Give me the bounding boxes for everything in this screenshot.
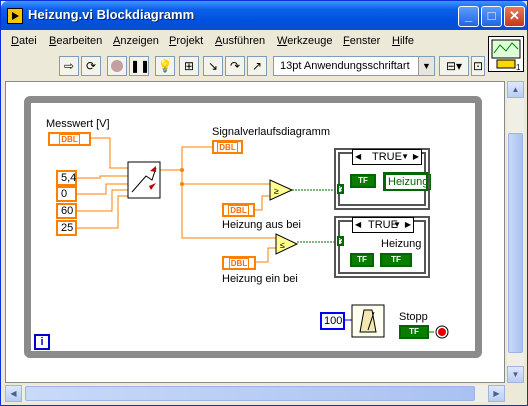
case-2-dropdown-icon[interactable]: ▼	[393, 220, 401, 229]
case-2-selector-terminal: ?	[337, 236, 344, 246]
close-button[interactable]: ✕	[504, 6, 525, 27]
retain-wire-values-icon[interactable]: ⊞	[179, 56, 199, 76]
menu-bar: Datei Bearbeiten Anzeigen Projekt Ausfüh…	[5, 31, 483, 51]
toolbar: ⇨ ⟳ ❚❚ 💡 ⊞ ↘ ↷ ↗ 13pt Anwendungsschrifta…	[5, 53, 487, 79]
scroll-right-icon[interactable]: ▶	[488, 385, 505, 402]
menu-fenster[interactable]: Fenster	[343, 35, 381, 47]
messwert-terminal[interactable]: DBL	[48, 132, 91, 146]
case-2-selector[interactable]: ◀ TRUE ▼ ▶	[352, 217, 414, 233]
chevron-down-icon[interactable]: ▼	[418, 57, 434, 75]
font-selector[interactable]: 13pt Anwendungsschriftart ▼	[273, 56, 435, 76]
heizung-aus-terminal-type: DBL	[228, 205, 249, 217]
heizung-aus-terminal[interactable]: DBL	[222, 203, 255, 217]
case-2-heizung-local[interactable]: TF	[380, 253, 412, 267]
constant-0[interactable]: 0	[56, 186, 77, 202]
constant-25[interactable]: 25	[56, 220, 77, 236]
abort-icon[interactable]	[107, 56, 127, 76]
title-bar[interactable]: Heizung.vi Blockdiagramm _ □ ✕	[1, 1, 527, 30]
case-2-selector-value: TRUE	[368, 219, 398, 231]
menu-anzeigen[interactable]: Anzeigen	[113, 35, 159, 47]
vertical-scrollbar[interactable]: ▲ ▼	[507, 81, 524, 383]
vi-icon-graphic: 1	[491, 39, 521, 72]
wait-ms-constant[interactable]: 100	[320, 312, 345, 330]
step-out-icon[interactable]: ↗	[247, 56, 267, 76]
heizung-indicator[interactable]: Heizung	[383, 172, 432, 191]
case-1-next-icon[interactable]: ▶	[412, 152, 419, 161]
constant-60[interactable]: 60	[56, 203, 77, 219]
minimize-button[interactable]: _	[458, 6, 479, 27]
heizung-indicator-label: Heizung	[385, 174, 432, 190]
step-over-icon[interactable]: ↷	[225, 56, 245, 76]
scrollbar-corner	[507, 385, 524, 402]
messwert-terminal-type: DBL	[59, 134, 80, 146]
distribute-icon[interactable]: ⊡	[471, 56, 485, 76]
menu-ausfuehren[interactable]: Ausführen	[215, 35, 266, 47]
case-2-heizung-label: Heizung	[381, 238, 422, 250]
heizung-ein-label: Heizung ein bei	[222, 273, 298, 285]
step-into-icon[interactable]: ↘	[203, 56, 223, 76]
signal-chart-terminal-type: DBL	[217, 142, 238, 154]
case-2-prev-icon[interactable]: ◀	[355, 220, 362, 229]
messwert-label: Messwert [V]	[46, 118, 110, 130]
constant-5-4[interactable]: 5,4	[56, 170, 77, 186]
case-2-bool-input[interactable]: TF	[350, 253, 374, 267]
vi-connector-icon[interactable]: 1	[488, 36, 524, 72]
case-1-dropdown-icon[interactable]: ▼	[401, 152, 409, 161]
case-1-prev-icon[interactable]: ◀	[355, 152, 362, 161]
stopp-label: Stopp	[399, 311, 428, 323]
menu-bearbeiten[interactable]: Bearbeiten	[49, 35, 103, 47]
menu-hilfe[interactable]: Hilfe	[392, 35, 415, 47]
svg-text:1: 1	[516, 63, 521, 71]
heizung-ein-terminal[interactable]: DBL	[222, 256, 256, 270]
menu-projekt[interactable]: Projekt	[169, 35, 204, 47]
iteration-terminal: i	[34, 334, 50, 350]
horizontal-scroll-thumb[interactable]	[25, 386, 475, 401]
pause-icon[interactable]: ❚❚	[129, 56, 150, 76]
menu-werkzeuge[interactable]: Werkzeuge	[277, 35, 333, 47]
case-2-next-icon[interactable]: ▶	[404, 220, 411, 229]
stopp-terminal[interactable]: TF	[399, 325, 429, 339]
scroll-down-icon[interactable]: ▼	[507, 366, 524, 383]
signal-chart-label: Signalverlaufsdiagramm	[212, 126, 330, 138]
window-title: Heizung.vi Blockdiagramm	[28, 7, 195, 22]
run-arrow-icon[interactable]: ⇨	[59, 56, 79, 76]
vertical-scroll-thumb[interactable]	[508, 133, 523, 353]
signal-chart-terminal[interactable]: DBL	[212, 140, 243, 154]
highlight-execution-icon[interactable]: 💡	[155, 56, 175, 76]
case-1-selector-terminal: ?	[337, 184, 344, 194]
align-icon[interactable]: ⊟▾	[439, 56, 469, 76]
run-continuously-icon[interactable]: ⟳	[81, 56, 101, 76]
horizontal-scrollbar[interactable]: ◀ ▶	[5, 385, 505, 402]
scroll-up-icon[interactable]: ▲	[507, 81, 524, 98]
case-1-selector[interactable]: ◀ TRUE ▼ ▶	[352, 149, 422, 165]
font-selector-value: 13pt Anwendungsschriftart	[280, 60, 410, 72]
scroll-left-icon[interactable]: ◀	[5, 385, 22, 402]
maximize-button[interactable]: □	[481, 6, 502, 27]
heizung-aus-label: Heizung aus bei	[222, 219, 301, 231]
case-1-bool-constant[interactable]: TF	[350, 174, 376, 188]
labview-app-icon	[7, 8, 23, 24]
menu-datei[interactable]: Datei	[11, 35, 37, 47]
case-1-selector-value: TRUE	[372, 151, 402, 163]
heizung-ein-terminal-type: DBL	[228, 258, 250, 270]
